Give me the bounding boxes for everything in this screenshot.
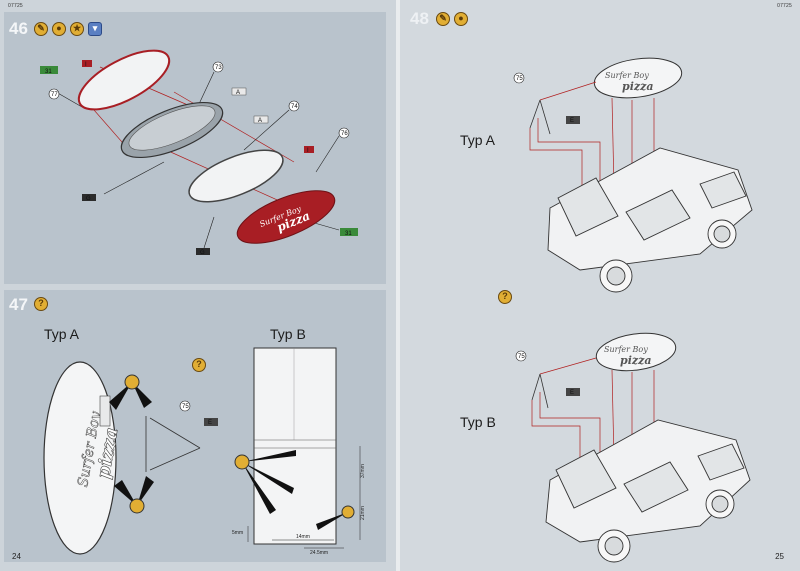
step-number: 46 [9, 19, 28, 38]
question-icon: ? [498, 290, 512, 304]
measure-21mm: 21mm [360, 506, 366, 520]
step-46-diagram: Surfer Boy pizza 73 74 76 77 I A A I [40, 49, 358, 256]
part-76-label: 76 [341, 131, 348, 137]
measure-14mm: 14mm [296, 534, 310, 540]
paint-cup-icon: ▾ [88, 22, 102, 36]
measure-5mm: 5mm [232, 530, 243, 536]
sign-b-line1: Surfer Boy [604, 345, 648, 354]
right-page: 07725 48 ✎ ● Typ A Typ B ? Surfer Boy pi… [400, 0, 800, 571]
product-code: 07725 [777, 3, 792, 9]
color-tag-e-a: E [570, 118, 574, 124]
color-tag-e-b: E [570, 390, 574, 396]
color-tag-a: A [236, 90, 240, 96]
step-48-diagram: Surfer Boy pizza 75 E [513, 57, 753, 563]
color-tag-a-2: A [258, 118, 262, 124]
typ-b-label: Typ B [270, 326, 306, 342]
decal-icon: ★ [70, 22, 84, 36]
step-47-diagram: Surfer Boy pizza 75 E [43, 347, 366, 556]
typ-b-label: Typ B [460, 414, 496, 430]
question-icon: ? [34, 297, 48, 311]
sign-a-line2: pizza [622, 80, 654, 93]
page-number-right: 25 [775, 552, 784, 561]
paint-icon: ● [454, 12, 468, 26]
page-gutter [396, 0, 400, 571]
sign-a-line1: Surfer Boy [605, 71, 649, 80]
typ-a-label: Typ A [44, 326, 80, 342]
measure-37mm: 37mm [360, 464, 366, 478]
sign-b-line2: pizza [620, 354, 652, 367]
color-tag-i: I [85, 62, 87, 68]
question-icon-2: ? [192, 358, 206, 372]
step-number: 48 [410, 9, 429, 28]
color-tag-i-2: I [307, 148, 309, 154]
page-number-left: 24 [12, 552, 21, 561]
left-page: 07725 46 ✎ ● ★ ▾ [0, 0, 396, 571]
part-77-label: 77 [51, 92, 58, 98]
color-tag-g-2: G [200, 250, 205, 256]
decal-31-tag: 31 [45, 69, 52, 75]
decal-31-tag-2: 31 [345, 231, 352, 237]
step-number: 47 [9, 295, 28, 314]
part-75-label: 75 [182, 404, 189, 410]
typ-a-label: Typ A [460, 132, 496, 148]
step-47-panel: 47 ? Typ A Typ B ? Surfer Boy pizza [4, 290, 386, 562]
color-tag-g: G [86, 196, 91, 202]
glue-icon: ✎ [34, 22, 48, 36]
part-73-label: 73 [215, 65, 222, 71]
glue-icon: ✎ [436, 12, 450, 26]
part-75-label-a: 75 [516, 76, 523, 82]
step-46-panel: 46 ✎ ● ★ ▾ [4, 12, 386, 284]
part-75-label-b: 75 [518, 354, 525, 360]
part-74-label: 74 [291, 104, 298, 110]
product-code: 07725 [8, 3, 23, 9]
measure-24-5mm: 24.5mm [310, 550, 328, 556]
paint-icon: ● [52, 22, 66, 36]
color-tag-e: E [208, 420, 212, 426]
